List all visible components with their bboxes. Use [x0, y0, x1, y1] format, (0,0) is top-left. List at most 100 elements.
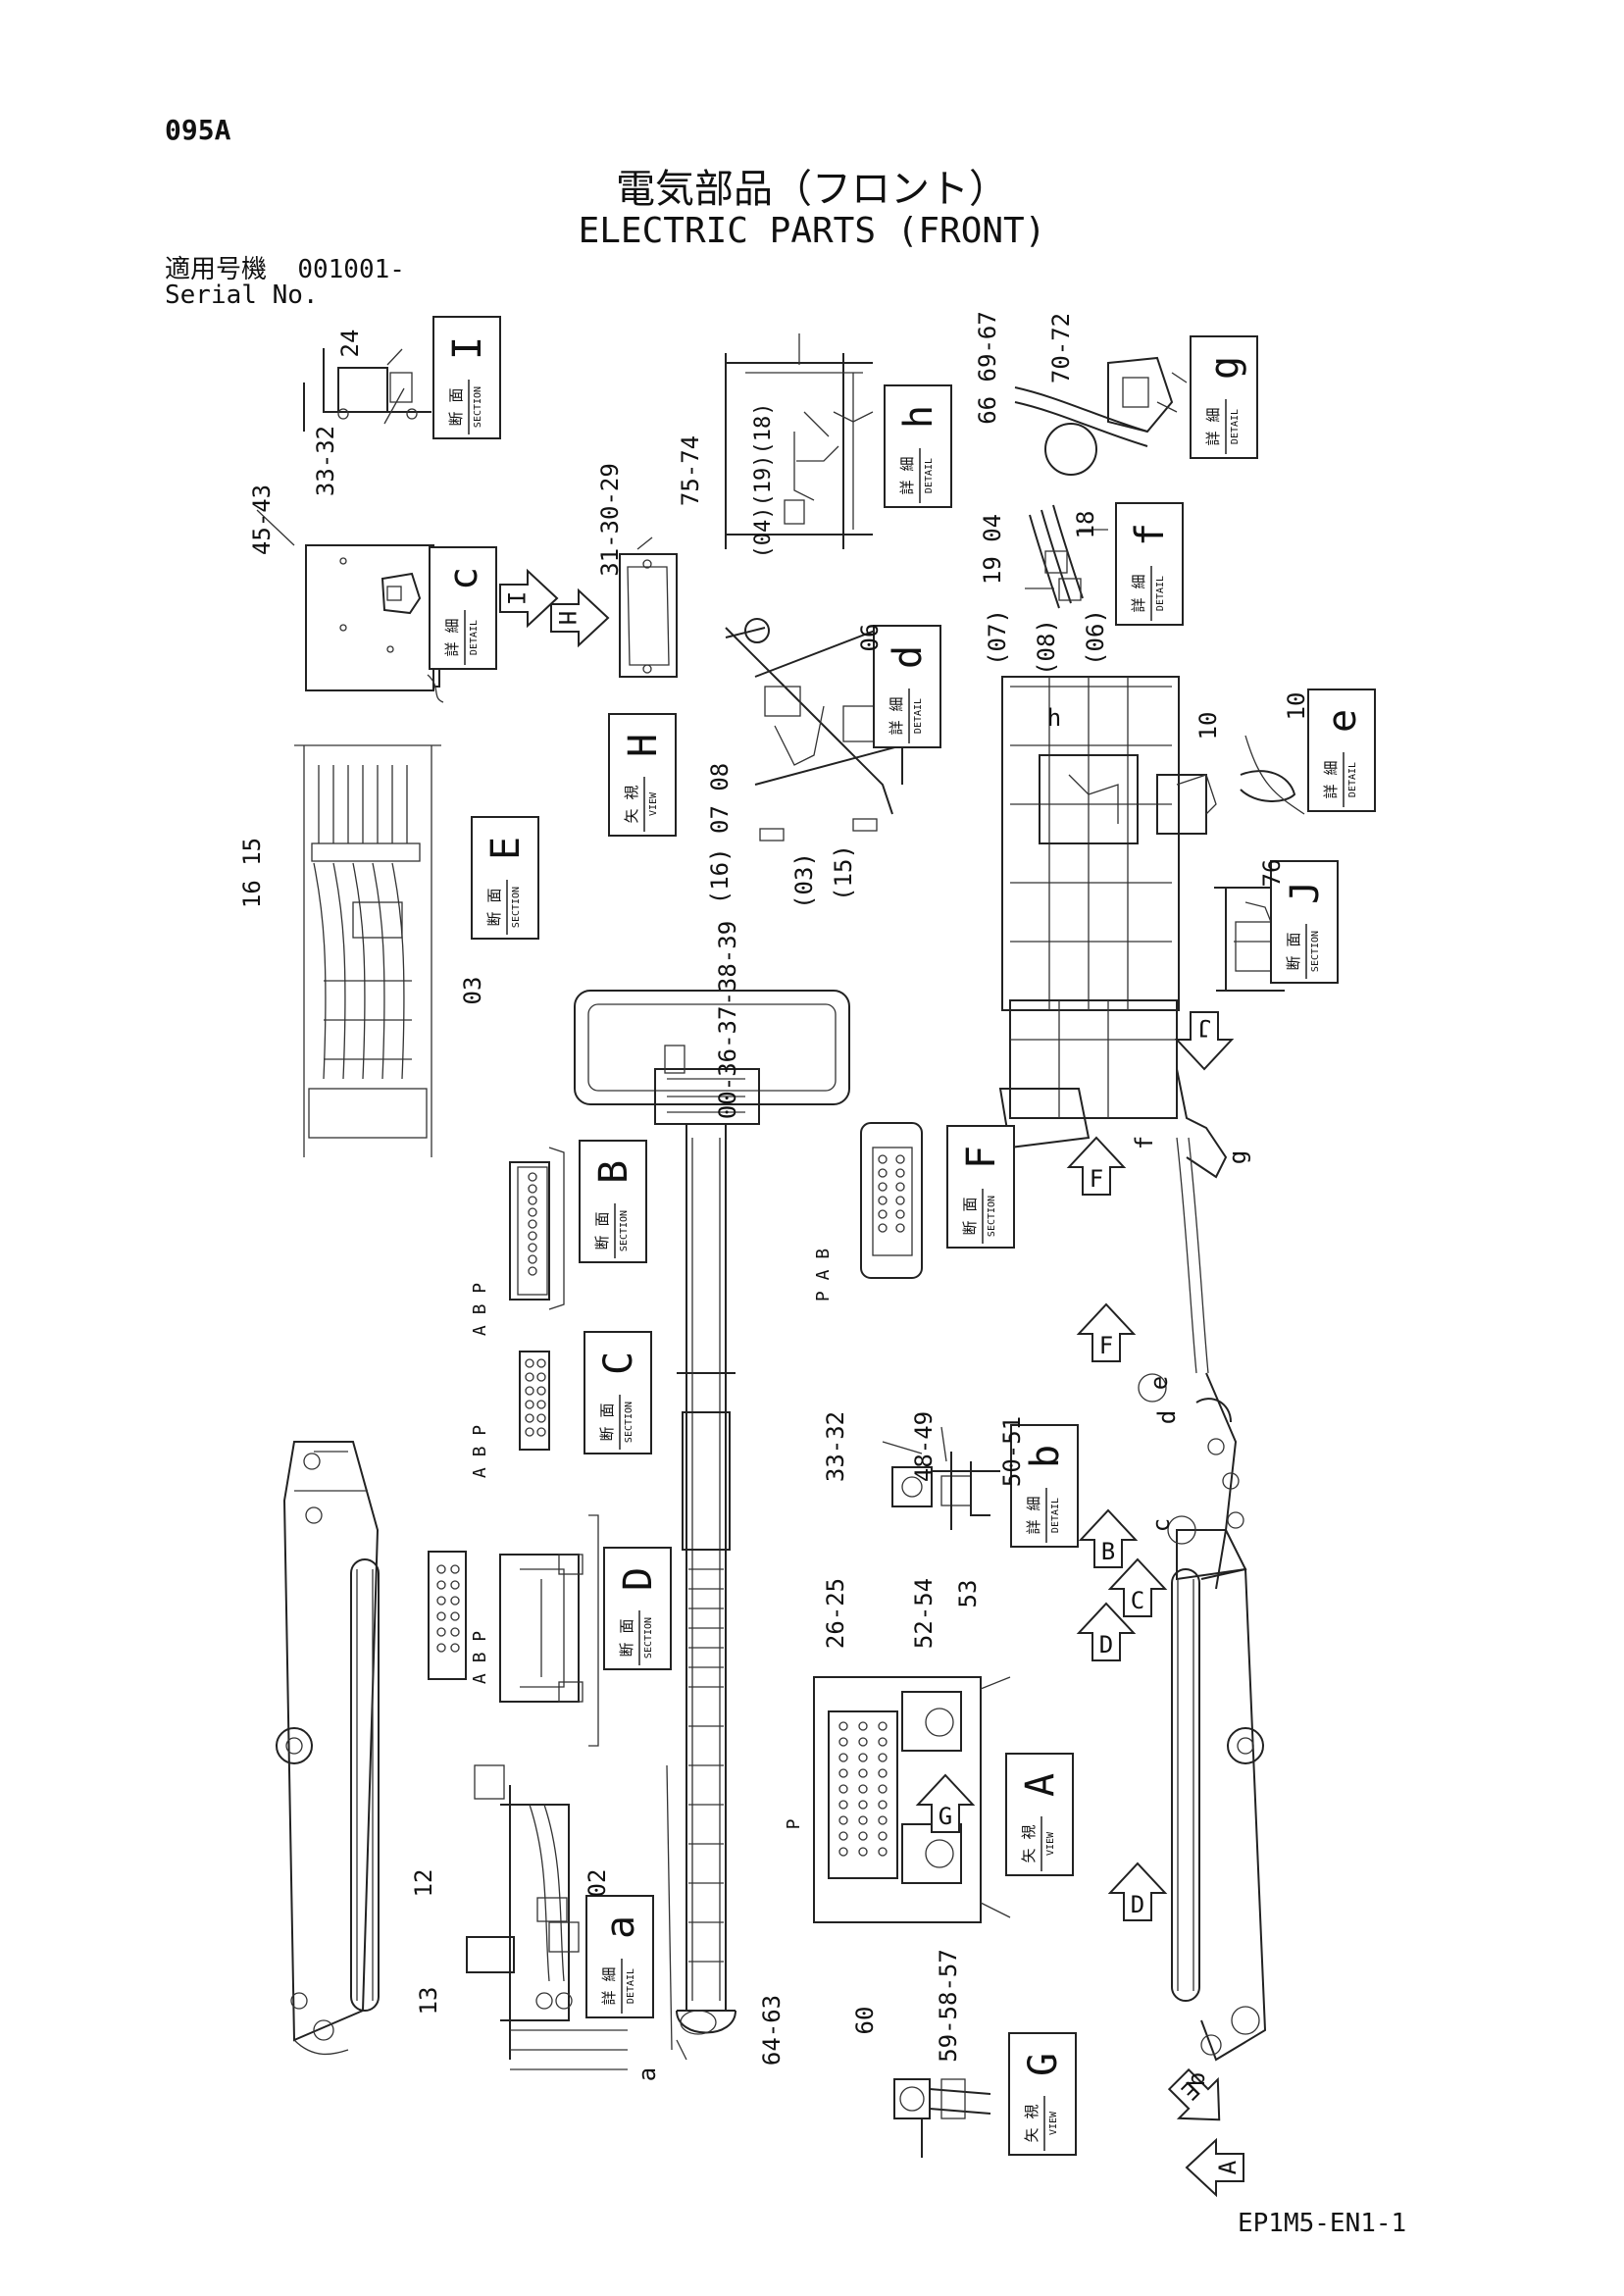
tag-word-jp: 詳 細 [888, 696, 905, 735]
arrow-G: G [915, 1773, 976, 1833]
tag-word-en: DETAIL [1155, 576, 1166, 611]
tag-word-jp: 矢 視 [1020, 1824, 1038, 1862]
tag-word-jp: 断 面 [447, 387, 465, 426]
arrow-letter: J [1197, 1014, 1211, 1042]
tag-detail-d: 詳 細 DETAIL d [873, 625, 941, 748]
arrow-F2: F [1076, 1302, 1137, 1362]
tag-word-en: SECTION [624, 1402, 634, 1443]
detail-b-drawing [882, 1426, 1000, 1530]
tag-word-en: SECTION [987, 1196, 997, 1237]
part-lbl-07: (07) [984, 609, 1011, 666]
tag-letter: d [886, 645, 931, 669]
page-code: 095A [165, 114, 231, 146]
part-lbl-45-43: 45-43 [248, 485, 276, 555]
part-lbl-g: g [1224, 1150, 1251, 1164]
main-boom-drawing [574, 990, 850, 2061]
detail-f-drawing [1025, 504, 1108, 609]
part-lbl-03: 03 [459, 977, 486, 1005]
part-lbl-48-49: 48-49 [910, 1411, 938, 1482]
arrow-E: E [1167, 2067, 1221, 2121]
part-lbl-13: 13 [415, 1987, 442, 2015]
part-lbl-ABP-D: A B P [470, 1631, 490, 1684]
tag-word-jp: 断 面 [485, 888, 503, 926]
tag-word-jp: 断 面 [1285, 932, 1302, 970]
part-lbl-c: c [1147, 1518, 1175, 1532]
arrow-letter: D [1099, 1631, 1113, 1658]
arrow-A: A [1185, 2137, 1244, 2198]
arrow-letter: C [1131, 1587, 1144, 1614]
section-e-drawing [294, 744, 441, 1157]
page-title-en: ELECTRIC PARTS (FRONT) [578, 211, 1046, 251]
part-lbl-59-58-57: 59-58-57 [935, 1949, 962, 2063]
arrow-J: J [1174, 1011, 1235, 1071]
part-lbl-66-69-67: 66 69-67 [974, 311, 1001, 425]
tag-word-jp: 詳 細 [898, 456, 916, 494]
tag-word-en: SECTION [1310, 931, 1321, 972]
section-b-drawing [509, 1147, 565, 1310]
tag-word-en: VIEW [1045, 1831, 1056, 1856]
serial-label-en: Serial No. [165, 281, 319, 310]
section-c-drawing [519, 1351, 550, 1451]
arrow-letter: G [939, 1803, 952, 1830]
arrow-H: H [550, 587, 610, 648]
arrow-letter: F [1099, 1332, 1113, 1359]
part-lbl-e: e [1145, 1376, 1173, 1390]
part-lbl-08: (08) [1033, 619, 1060, 676]
tag-letter: D [616, 1567, 661, 1591]
tag-word-en: SECTION [643, 1617, 654, 1658]
tag-word-en: DETAIL [1230, 409, 1241, 444]
part-lbl-ABP-B: A B P [470, 1283, 490, 1336]
tag-letter: H [621, 734, 666, 757]
arrow-letter: H [553, 611, 581, 625]
tag-word-en: VIEW [648, 791, 659, 816]
part-lbl-12: 12 [410, 1869, 437, 1898]
tag-word-en: SECTION [619, 1210, 630, 1251]
part-lbl-10b: 10 [1283, 692, 1310, 721]
part-lbl-19-04: 19 04 [979, 514, 1006, 585]
part-lbl-b: b [1183, 2072, 1210, 2086]
tag-letter: E [483, 837, 529, 860]
part-lbl-18: 18 [1072, 511, 1099, 539]
tag-letter: e [1320, 709, 1365, 733]
arrow-letter: A [1214, 2160, 1242, 2174]
detail-c-drawing [256, 509, 444, 703]
part-lbl-P-A: P [784, 1818, 804, 1829]
part-lbl-15p: (15) [830, 844, 857, 901]
arrow-D1: D [1076, 1602, 1137, 1661]
tag-letter: h [896, 405, 941, 429]
part-lbl-60: 60 [851, 2007, 879, 2035]
arrow-letter: F [1090, 1165, 1103, 1193]
tag-word-en: DETAIL [626, 1968, 636, 2004]
tag-letter: c [441, 567, 486, 590]
part-lbl-52-54: 52-54 [910, 1578, 938, 1649]
serial-label-jp: 適用号機 [165, 255, 268, 284]
tag-letter: B [591, 1160, 636, 1184]
tag-word-en: DETAIL [913, 698, 924, 734]
tag-word-en: DETAIL [1050, 1498, 1061, 1533]
view-h-drawing [619, 536, 678, 678]
part-lbl-26-25: 26-25 [822, 1578, 849, 1649]
tag-letter: F [959, 1146, 1004, 1169]
part-lbl-70-72: 70-72 [1047, 313, 1075, 383]
serial-block: 適用号機 001001- Serial No. [165, 257, 405, 308]
arrow-D2: D [1107, 1862, 1168, 1921]
part-lbl-06: 06 [856, 624, 884, 652]
tag-word-jp: 詳 細 [1130, 574, 1147, 612]
section-f-drawing [860, 1122, 923, 1279]
part-lbl-04-19-18: (04)(19)(18) [751, 403, 776, 559]
